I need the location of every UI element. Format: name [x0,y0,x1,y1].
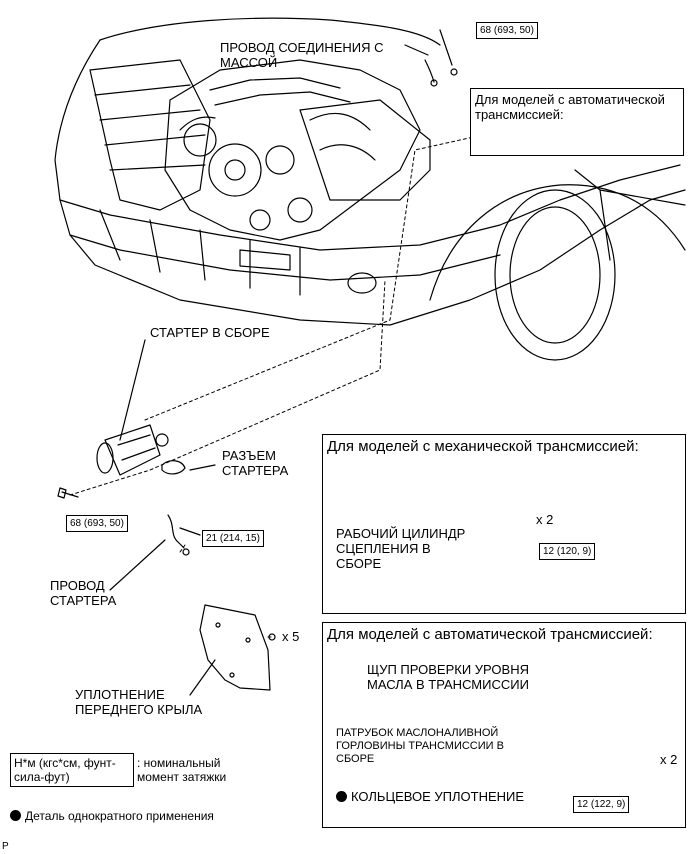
starter-wire-label: ПРОВОД СТАРТЕРА [50,578,117,608]
mt-panel [322,434,686,614]
fender-seal-label: УПЛОТНЕНИЕ ПЕРЕДНЕГО КРЫЛА [75,687,203,717]
torque-clutch-cylinder: 12 (120, 9) [539,543,596,560]
headlamp [299,99,431,201]
legend-unit-desc: : номинальный момент затяжки [137,756,227,784]
engine-block [164,59,421,241]
at-models-note: Для моделей с автоматической трансмиссие… [475,92,665,122]
ground-wire-label: ПРОВОД СОЕДИНЕНИЯ С МАССОЙ [220,40,384,70]
bolt-left [57,487,79,499]
legend-single-use-text: Деталь однократного применения [25,809,214,823]
torque-filler-tube: 12 (122, 9) [573,796,630,813]
mt-panel-title: Для моделей с механической трансмиссией: [327,438,639,455]
fender-seal-part [199,604,271,691]
at-panel-title: Для моделей с автоматической трансмиссие… [327,626,653,643]
dipstick-label: ЩУП ПРОВЕРКИ УРОВНЯ МАСЛА В ТРАНСМИССИИ [367,662,529,692]
torque-starter-bolt: 68 (693, 50) [66,515,128,532]
clutch-cylinder-label: РАБОЧИЙ ЦИЛИНДР СЦЕПЛЕНИЯ В СБОРЕ [336,526,466,571]
at-panel [322,622,686,828]
grille-outline [89,59,211,211]
torque-ground-bolt: 68 (693, 50) [476,22,538,39]
front-wheel [494,189,616,361]
single-use-legend-icon [10,810,21,821]
footer-code: P [2,841,9,852]
legend-unit: Н*м (кгс*см, фунт- сила-фут) [14,756,116,784]
legend-single-use: Деталь однократного применения [10,810,214,823]
fog-lamp [347,272,377,294]
starter-connector-part [161,460,186,475]
mt-count-label: x 2 [536,512,554,527]
starter-wire-part [167,514,185,549]
x5-label: x 5 [282,629,300,644]
legend-unit-box [10,753,134,787]
bumper-line [59,164,681,251]
starter-connector-label: РАЗЪЕМ СТАРТЕРА [222,448,289,478]
starter-motor [96,424,169,476]
o-ring-label: КОЛЬЦЕВОЕ УПЛОТНЕНИЕ [336,789,524,804]
hood-outline [54,39,686,326]
o-ring-text: КОЛЬЦЕВОЕ УПЛОТНЕНИЕ [351,789,525,804]
at-models-note-box [470,88,684,156]
filler-tube-label: ПАТРУБОК МАСЛОНАЛИВНОЙ ГОРЛОВИНЫ ТРАНСМИ… [336,727,504,765]
hood-top-line [99,17,441,46]
wheel-arch [429,184,686,301]
at-count-label: x 2 [660,752,678,767]
single-use-icon [336,791,347,802]
starter-assembly-label: СТАРТЕР В СБОРЕ [150,325,270,340]
torque-starter-wire: 21 (214, 15) [202,530,264,547]
